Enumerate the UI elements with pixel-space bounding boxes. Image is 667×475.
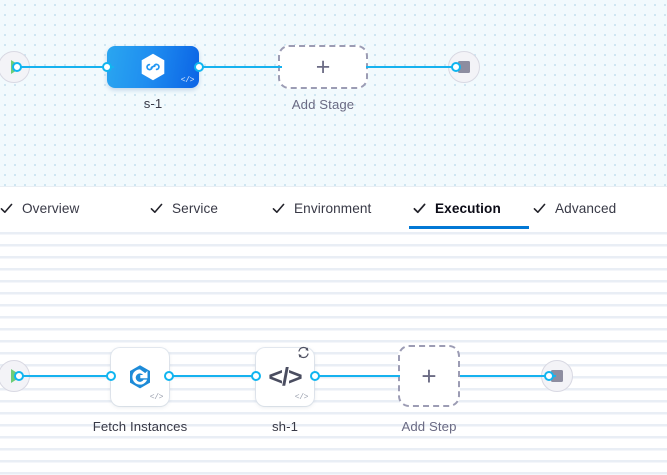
shell-script-code-icon: </> [268, 362, 302, 391]
stage-node-s1[interactable]: </> [107, 46, 199, 88]
tab-advanced-label: Advanced [555, 200, 617, 216]
s1-input-port[interactable] [102, 62, 112, 72]
add-stage-button[interactable]: + [278, 45, 368, 89]
execution-graph-canvas[interactable]: </> Fetch Instances </> </> sh-1 + Add S… [0, 229, 667, 475]
edge-add-stage-to-stop [366, 66, 456, 69]
stop-icon [458, 61, 470, 73]
start-output-port[interactable] [12, 62, 22, 72]
stage-config-tabs[interactable]: Overview Service Environment Execution A [0, 186, 667, 229]
s1-output-port[interactable] [194, 62, 204, 72]
tab-environment-label: Environment [294, 200, 372, 216]
tab-overview[interactable]: Overview [0, 187, 146, 229]
stage-node-s1-label: s-1 [143, 96, 163, 111]
edge-fetch-to-sh1 [168, 375, 258, 378]
execution-start-output-port[interactable] [14, 371, 24, 381]
code-icon: </> [149, 393, 164, 402]
harness-cd-hexagon-icon [141, 53, 165, 81]
plus-icon: + [421, 361, 437, 391]
stage-graph-canvas[interactable]: </> s-1 + Add Stage [0, 0, 667, 186]
sh-1-output-port[interactable] [310, 371, 320, 381]
tab-execution[interactable]: Execution [409, 187, 529, 229]
tab-overview-label: Overview [22, 200, 80, 216]
code-icon: </> [180, 76, 195, 85]
tab-advanced[interactable]: Advanced [529, 187, 649, 229]
stop-icon [551, 370, 563, 382]
loop-retry-icon [296, 345, 311, 360]
edge-add-step-to-stop [460, 375, 556, 378]
tab-environment[interactable]: Environment [268, 187, 409, 229]
tab-execution-label: Execution [435, 200, 501, 216]
tab-service[interactable]: Service [146, 187, 268, 229]
elastigroup-spot-icon [130, 365, 150, 389]
add-stage-label: Add Stage [291, 97, 355, 112]
check-icon [272, 202, 285, 215]
check-icon [413, 202, 426, 215]
edge-s1-to-add-stage [198, 66, 282, 69]
add-step-button[interactable]: + [398, 345, 460, 407]
edge-start-to-fetch [18, 375, 113, 378]
step-node-sh-1-label: sh-1 [271, 419, 299, 434]
check-icon [150, 202, 163, 215]
step-node-fetch-instances-label: Fetch Instances [92, 419, 188, 434]
tab-service-label: Service [172, 200, 219, 216]
check-icon [0, 202, 13, 215]
step-node-fetch-instances[interactable]: </> [111, 348, 169, 406]
edge-start-to-s1 [16, 66, 114, 69]
edge-sh1-to-add-step [314, 375, 400, 378]
sh-1-input-port[interactable] [251, 371, 261, 381]
add-step-label: Add Step [401, 419, 457, 434]
fetch-instances-input-port[interactable] [106, 371, 116, 381]
fetch-instances-output-port[interactable] [164, 371, 174, 381]
stop-input-port[interactable] [451, 62, 461, 72]
check-icon [533, 202, 546, 215]
plus-icon: + [315, 52, 331, 81]
execution-stop-input-port[interactable] [544, 371, 554, 381]
code-icon: </> [294, 393, 309, 402]
